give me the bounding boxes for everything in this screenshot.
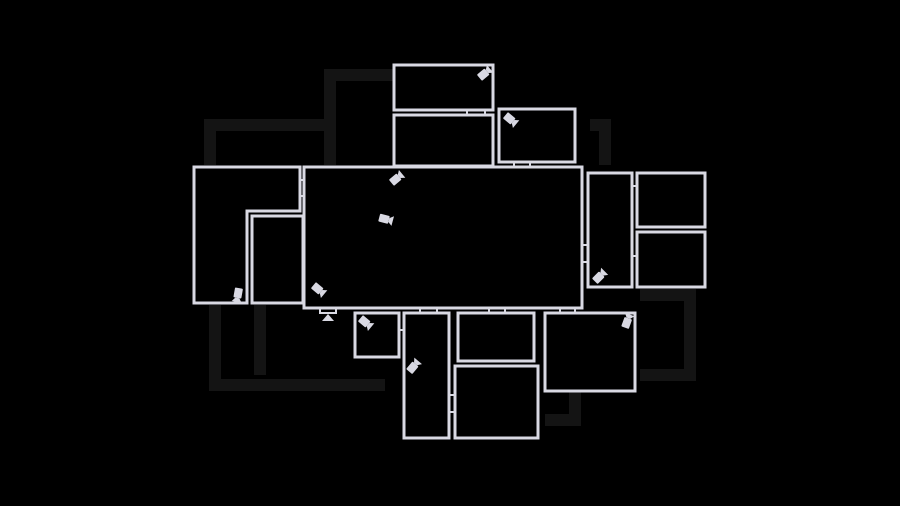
player-location-triangle-icon [322, 314, 334, 321]
room-west[interactable] [192, 165, 302, 305]
room-south-corridor[interactable] [402, 311, 451, 440]
room-south-small[interactable] [353, 311, 401, 359]
hall-south-vent [319, 307, 337, 314]
ghost-floor-outline [204, 69, 696, 426]
room-southeast[interactable] [543, 311, 637, 393]
room-upper-center[interactable] [392, 113, 495, 168]
room-south-mid-bottom[interactable] [453, 364, 540, 440]
room-south-mid-top[interactable] [456, 311, 536, 363]
room-east-corridor[interactable] [586, 171, 634, 289]
door-markers [300, 110, 637, 413]
room-east-bottom[interactable] [635, 230, 707, 289]
room-main-hall[interactable] [302, 165, 584, 310]
room-west-inner[interactable] [250, 214, 305, 305]
room-top[interactable] [392, 63, 495, 112]
room-east-top[interactable] [635, 171, 707, 229]
rooms-layer [192, 63, 707, 440]
